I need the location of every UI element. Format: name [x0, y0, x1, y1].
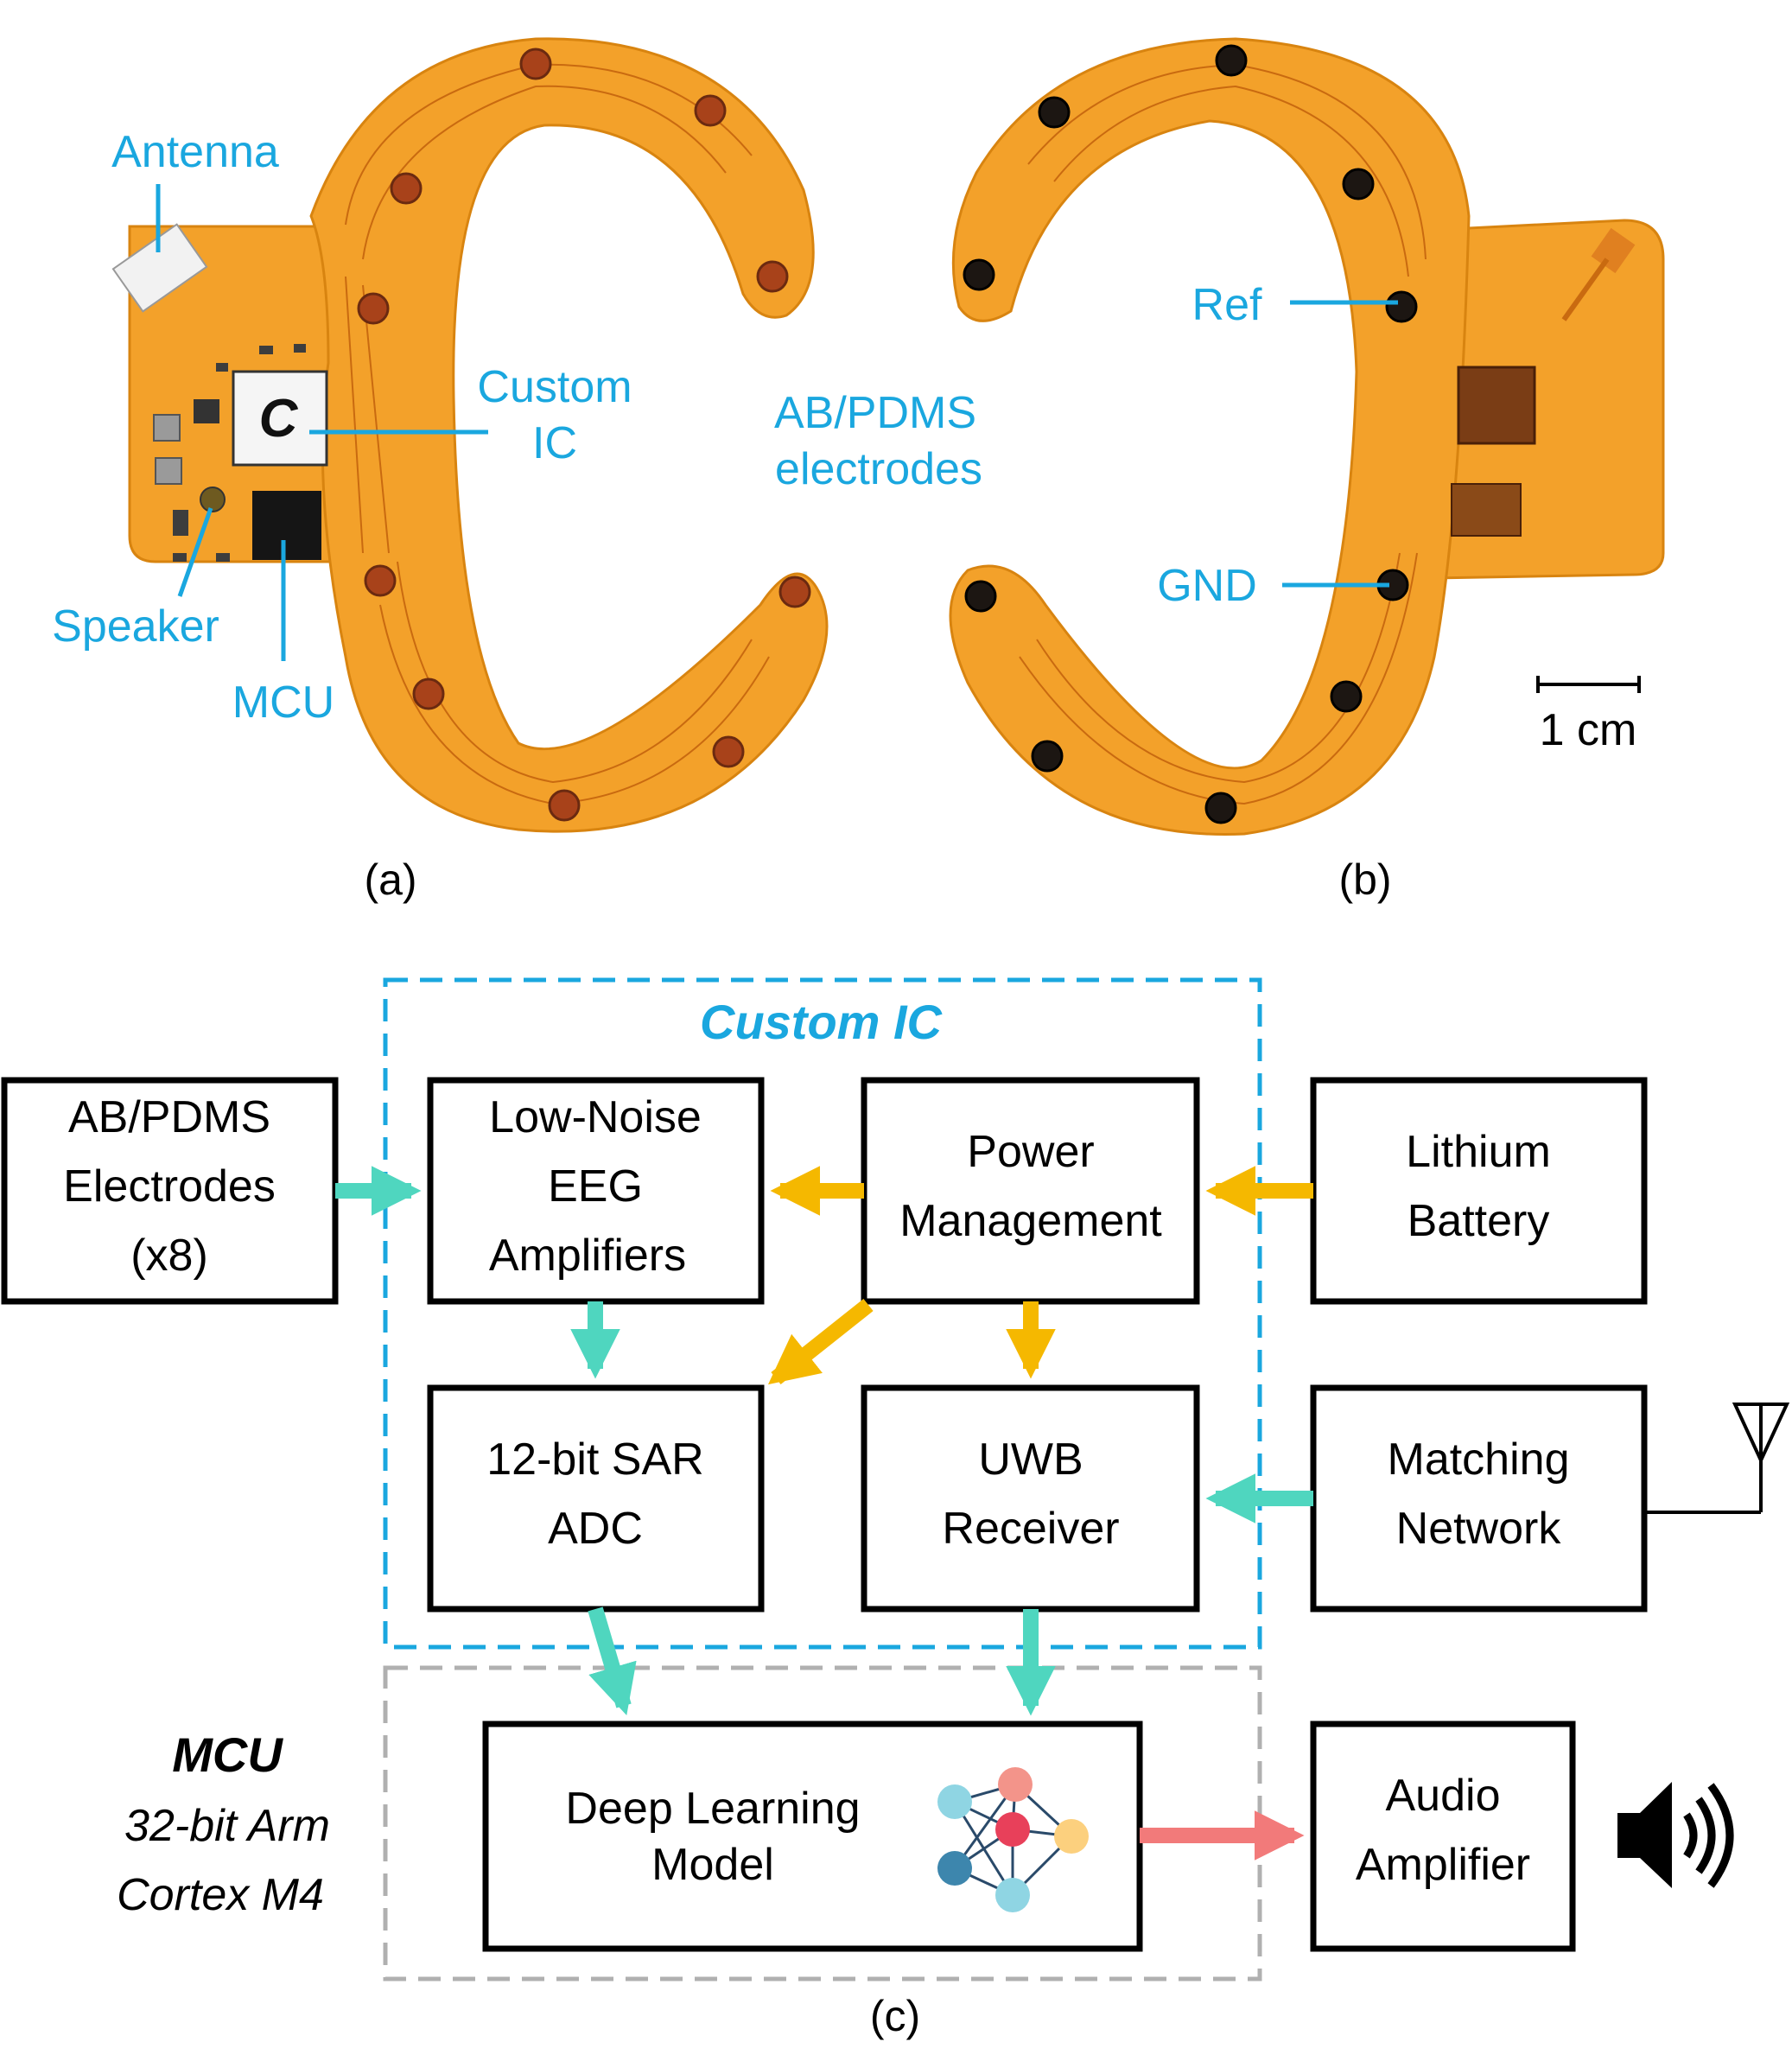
svg-text:Battery: Battery — [1408, 1196, 1550, 1246]
speaker-icon — [1617, 1782, 1734, 1888]
svg-text:Receiver: Receiver — [942, 1504, 1119, 1554]
mcu-title: MCU — [172, 1727, 283, 1782]
svg-text:Amplifier: Amplifier — [1356, 1840, 1530, 1890]
speaker-component — [200, 487, 226, 512]
custom-ic-chip — [232, 370, 328, 467]
antenna-icon — [1646, 1403, 1790, 1514]
electrode-dots-b — [963, 44, 1418, 824]
svg-text:Amplifiers: Amplifiers — [489, 1231, 686, 1281]
label-antenna: Antenna — [111, 127, 279, 177]
svg-text:(x8): (x8) — [130, 1231, 208, 1281]
block-deep-learning-model: Deep Learning Model — [482, 1721, 1143, 1952]
block-adc: 12-bit SAR ADC — [427, 1384, 765, 1613]
mcu-chip — [252, 491, 321, 560]
custom-ic-region — [383, 977, 1262, 1650]
label-ref: Ref — [1192, 280, 1262, 330]
svg-text:Deep Learning: Deep Learning — [565, 1784, 860, 1834]
neural-network-icon — [937, 1767, 1089, 1912]
svg-text:ADC: ADC — [548, 1504, 643, 1554]
custom-ic-title: Custom IC — [700, 995, 944, 1049]
caption-c: (c) — [870, 1992, 920, 2040]
svg-text:Matching: Matching — [1388, 1434, 1570, 1485]
chip-marking: C — [259, 389, 299, 448]
block-power-management: Power Management — [861, 1077, 1200, 1305]
svg-text:Low-Noise: Low-Noise — [489, 1092, 702, 1142]
mcu-sub1: 32-bit Arm — [124, 1801, 330, 1851]
power-arrows — [767, 1166, 1313, 1385]
mcu-sub2: Cortex M4 — [117, 1870, 324, 1920]
svg-text:EEG: EEG — [548, 1161, 643, 1212]
label-electrodes-2: electrodes — [775, 444, 982, 494]
svg-text:Electrodes: Electrodes — [63, 1161, 276, 1212]
c-electrode-flex-a — [309, 37, 829, 833]
c-electrode-flex-b — [949, 37, 1471, 836]
board-chip-b — [1457, 366, 1536, 445]
label-mcu: MCU — [232, 677, 334, 728]
svg-text:Lithium: Lithium — [1406, 1127, 1551, 1177]
arrow-power-to-adc — [767, 1298, 874, 1385]
svg-text:Network: Network — [1396, 1504, 1562, 1554]
block-audio-amplifier: Audio Amplifier — [1310, 1721, 1576, 1952]
svg-text:Power: Power — [967, 1127, 1094, 1177]
photo-a-earpiece: C Antenna Custom IC Speaker MCU (a) — [52, 37, 829, 904]
label-electrodes-1: AB/PDMS — [774, 388, 976, 438]
block-battery: Lithium Battery — [1310, 1077, 1648, 1305]
svg-text:Model: Model — [651, 1840, 774, 1890]
label-gnd: GND — [1157, 561, 1257, 611]
antenna-chip — [111, 223, 208, 313]
label-custom-ic-1: Custom — [477, 362, 632, 412]
mcu-region — [383, 1665, 1262, 1981]
block-uwb-receiver: UWB Receiver — [861, 1384, 1200, 1613]
svg-text:Audio: Audio — [1386, 1771, 1501, 1821]
block-matching-network: Matching Network — [1310, 1384, 1648, 1613]
block-diagram: Custom IC AB/PDMS Electrodes (x8) Low-No… — [1, 977, 1790, 2040]
caption-b: (b) — [1338, 856, 1391, 904]
label-speaker: Speaker — [52, 601, 219, 652]
arrow-adc-to-mcu — [588, 1606, 637, 1716]
caption-a: (a) — [364, 856, 416, 904]
svg-text:AB/PDMS: AB/PDMS — [68, 1092, 270, 1142]
photo-b-earpiece: Ref GND 1 cm (b) — [949, 37, 1665, 904]
block-amplifiers: Low-Noise EEG Amplifiers — [427, 1077, 765, 1305]
label-custom-ic-2: IC — [532, 418, 577, 468]
svg-text:12-bit SAR: 12-bit SAR — [486, 1434, 703, 1485]
svg-text:Management: Management — [899, 1196, 1162, 1246]
electrode-dots-a — [357, 48, 811, 822]
block-electrodes: AB/PDMS Electrodes (x8) — [1, 1077, 339, 1305]
svg-text:UWB: UWB — [978, 1434, 1083, 1485]
scale-bar — [1536, 676, 1641, 693]
scale-bar-label: 1 cm — [1540, 705, 1637, 755]
signal-arrows — [335, 1166, 1313, 1716]
